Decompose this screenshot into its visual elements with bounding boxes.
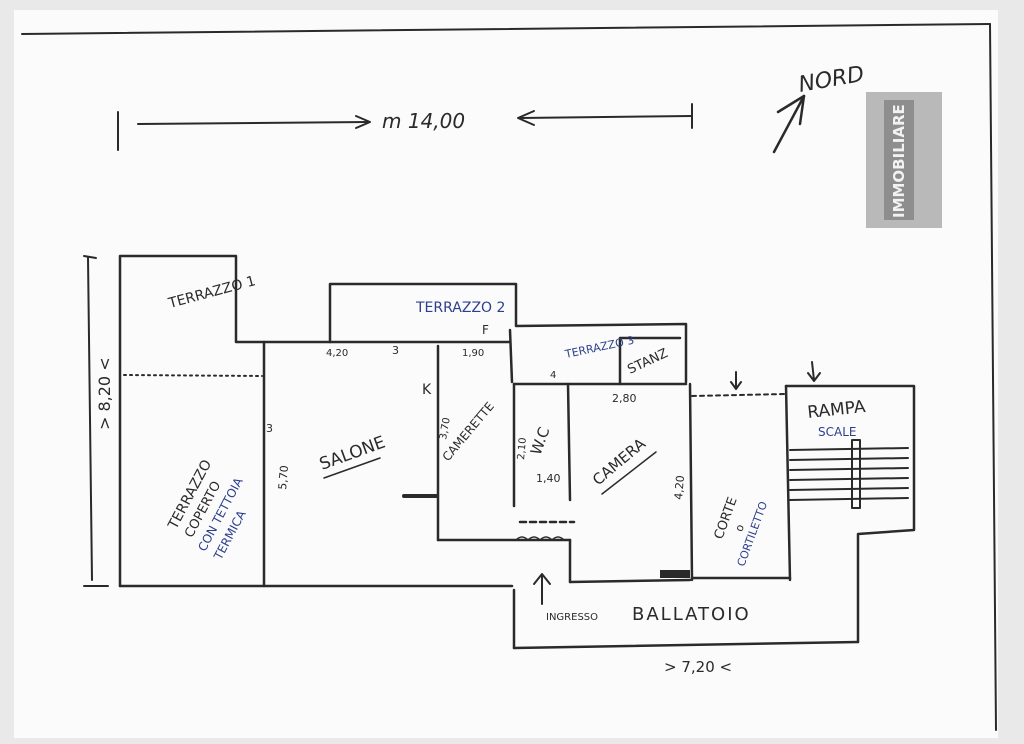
entry-arrows <box>533 361 821 605</box>
room-label-ballatoio: BALLATOIO <box>632 604 751 625</box>
svg-text:o: o <box>732 522 747 533</box>
paper-top-border <box>21 23 991 35</box>
paper-right-border <box>989 23 997 731</box>
camera-door-mark <box>660 570 690 578</box>
stair-treads <box>789 439 909 509</box>
bottom-dimension: > 7,20 < <box>664 658 732 676</box>
measure-420-top: 4,20 <box>326 348 348 359</box>
plan-walls <box>118 254 916 650</box>
measure-570: 5,70 <box>276 465 291 491</box>
room-label-scale: SCALE <box>818 425 856 439</box>
left-dimension: > 8,20 < <box>83 255 114 587</box>
measure-210: 2,10 <box>516 437 529 460</box>
room-label-terrazzo-2: TERRAZZO 2 <box>415 300 505 316</box>
measure-k: K <box>422 382 432 398</box>
measure-f: F <box>482 323 489 337</box>
left-dimension-label: > 8,20 < <box>95 357 114 430</box>
agency-logo-text: IMMOBILIARE <box>890 104 908 218</box>
measure-370: 3,70 <box>438 417 453 441</box>
measure-190: 1,90 <box>462 348 484 359</box>
bottom-dimension-label: > 7,20 < <box>664 658 732 676</box>
measure-420-camera: 4,20 <box>672 475 687 501</box>
measure-140: 1,40 <box>536 472 561 485</box>
paper-sheet <box>14 10 998 738</box>
room-label-ingresso: INGRESSO <box>546 612 598 623</box>
measure-4: 4 <box>550 370 556 381</box>
measure-3-top: 3 <box>392 344 399 357</box>
top-dimension-label: m 14,00 <box>382 109 465 133</box>
measure-280: 2,80 <box>612 392 637 405</box>
top-dimension: m 14,00 <box>117 103 693 151</box>
measure-3-side: 3 <box>266 422 273 435</box>
agency-logo-stamp: IMMOBILIARE <box>866 92 942 228</box>
